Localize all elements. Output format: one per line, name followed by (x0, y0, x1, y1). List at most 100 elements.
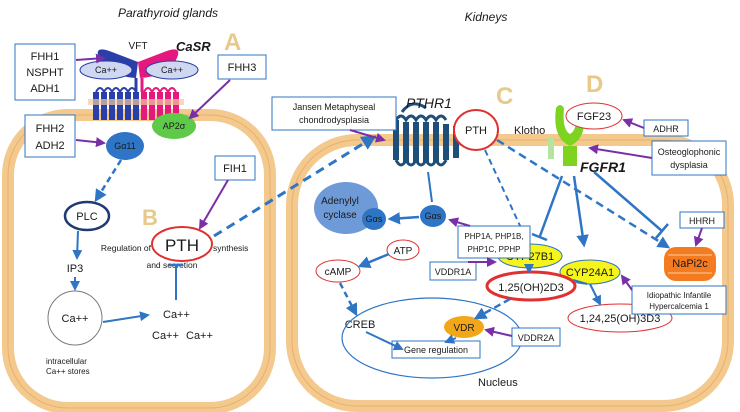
ap2s-label: AP2σ (163, 121, 186, 131)
fih1-text: FIH1 (223, 163, 247, 175)
calcium-free-2: Ca++ (152, 330, 179, 342)
pth-parathyroid-label: PTH (165, 236, 199, 255)
gene-regulation-box (391, 340, 481, 359)
purple-arrow-vddr2a (484, 326, 513, 337)
arrow-fgfr1-to-cyp24a1 (572, 175, 589, 248)
inhibit-fgfr1-to-cyp27b1 (538, 175, 564, 237)
calcium-store-ion: Ca++ (62, 313, 89, 325)
php-line2: PHP1C, PPHP (468, 245, 521, 254)
box-fhh2: FHH2 ADH2 (24, 114, 76, 158)
calcium-free-1: Ca++ (163, 309, 190, 321)
vddr1a-text: VDDR1A (435, 267, 472, 277)
gene-regulation-label: Gene regulation (404, 345, 468, 355)
pth-kidney-oval (453, 109, 499, 151)
kidneys-section-title: Kidneys (465, 10, 508, 24)
arrow-pthr1-to-gas (427, 171, 433, 203)
purple-arrow-adhr (622, 118, 645, 129)
parathyroid-section-title: Parathyroid glands (118, 6, 218, 20)
arrow-camp-to-creb (338, 282, 358, 317)
box-fhh1: FHH1 NSPHT ADH1 (14, 43, 76, 101)
fgfr1-label: FGFR1 (580, 159, 626, 175)
klotho-label: Klotho (514, 125, 545, 137)
adenylyl-line1: Adenylyl (321, 196, 359, 207)
atp-oval (386, 239, 420, 261)
purple-arrow-fih1 (198, 179, 229, 230)
calcium-free-3: Ca++ (186, 330, 213, 342)
napi2c-label: NaPi2c (672, 258, 708, 270)
gas-right-label: Gαs (425, 211, 442, 221)
klotho-bar (548, 137, 554, 159)
arrow-atp-to-camp (357, 252, 390, 268)
vddr2a-text: VDDR2A (518, 333, 555, 343)
nucleus-label: Nucleus (478, 377, 518, 389)
fhh2-line2: ADH2 (35, 140, 64, 152)
gas-right (420, 205, 446, 227)
box-osteo: Osteoglophonic dysplasia (651, 140, 727, 176)
cyp24a1-label: CYP24A1 (566, 267, 614, 279)
gas-left-label: Gαs (366, 214, 383, 224)
box-hhrh: HHRH (679, 211, 725, 229)
adenylyl-line2: cyclase (323, 210, 357, 221)
calcium-store (47, 290, 103, 346)
fhh1-line3: ADH1 (30, 83, 59, 95)
arrow-vitd-to-cyp24a1 (572, 279, 588, 285)
arrow-plc-to-ip3 (72, 230, 83, 260)
ap2s-protein (152, 113, 196, 139)
plc-enzyme (63, 200, 111, 232)
jansen-line2: chondrodysplasia (299, 115, 369, 125)
arrow-gas-to-gas (387, 212, 420, 225)
osteo-line2: dysplasia (670, 160, 708, 170)
inhibit-bar-napi2c (655, 223, 669, 239)
php-line1: PHP1A, PHP1B, (464, 232, 523, 241)
fgf23-label: FGF23 (577, 111, 611, 123)
creb-label: CREB (345, 319, 376, 331)
casr-receptor (79, 49, 199, 120)
fhh2-line1: FHH2 (36, 123, 65, 135)
purple-arrow-jansen (349, 129, 386, 143)
pthr1-label: PTHR1 (406, 95, 452, 111)
store-label-line2: Ca++ stores (46, 367, 90, 376)
ca-right-label: Ca++ (161, 65, 183, 75)
fhh1-line2: NSPHT (26, 67, 64, 79)
arrow-ga11-to-plc (94, 159, 123, 203)
arrow-vdr-to-gene (444, 334, 457, 344)
purple-arrow-fhh1 (75, 53, 106, 64)
fhh3-text: FHH3 (228, 62, 257, 74)
ip3-label: IP3 (67, 263, 84, 275)
box-vddr2a: VDDR2A (511, 327, 561, 347)
ga11-label: Gα11 (114, 141, 136, 151)
vdr-label: VDR (453, 323, 474, 334)
inhibit-fgfr1-to-napi2c (593, 171, 663, 232)
hhrh-text: HHRH (689, 216, 715, 226)
pth-kidney-label: PTH (465, 125, 487, 137)
iih-line1: Idiopathic Infantile (647, 291, 712, 300)
osteo-line1: Osteoglophonic (658, 147, 721, 157)
box-php: PHP1A, PHP1B, PHP1C, PPHP (457, 225, 531, 259)
vdr-receptor (444, 316, 484, 338)
arrow-cyp24a1-to-vitd24 (589, 283, 601, 306)
purple-arrow-hhrh (693, 227, 704, 247)
store-label-line1: intracellular (46, 357, 87, 366)
casr-label: CaSR (176, 39, 211, 54)
box-vddr1a: VDDR1A (429, 261, 477, 281)
arrow-pth-to-napi2c (496, 138, 671, 249)
ca-left-label: Ca++ (95, 65, 117, 75)
nucleus (341, 297, 523, 379)
plc-label: PLC (76, 211, 97, 223)
panel-letter-b: B (142, 205, 158, 230)
purple-arrow-iih (620, 274, 633, 291)
purple-arrow-php (448, 217, 471, 228)
iih-line2: Hypercalcemia 1 (649, 302, 709, 311)
adhr-text: ADHR (653, 124, 679, 134)
arrow-pth-to-pthr1 (213, 135, 377, 238)
adenylyl-cyclase (314, 182, 378, 234)
vft-label: VFT (129, 41, 148, 52)
purple-arrow-osteo (588, 144, 653, 159)
panel-letter-d: D (586, 71, 603, 98)
box-jansen: Jansen Metaphyseal chondrodysplasia (271, 96, 397, 131)
fgf23-oval (565, 102, 623, 130)
camp-label: cAMP (325, 267, 352, 278)
napi2c-transporter (664, 247, 716, 281)
box-iih: Idiopathic Infantile Hypercalcemia 1 (631, 285, 727, 315)
